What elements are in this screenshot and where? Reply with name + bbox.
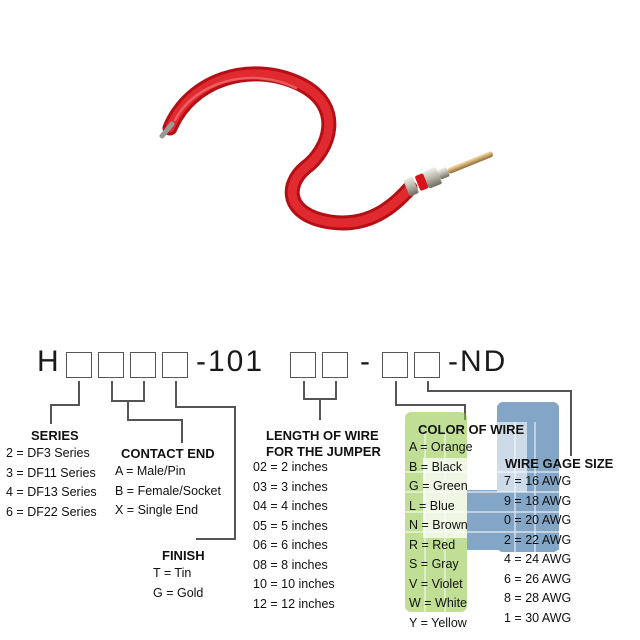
length-option: 10 = 10 inches (253, 577, 335, 591)
finish-option: G = Gold (153, 585, 204, 600)
color-option: A = Orange (409, 440, 473, 454)
wire-gage-option: 0 = 20 AWG (504, 513, 572, 527)
wire-gage-heading: WIRE GAGE SIZE (505, 456, 614, 471)
length-option: 08 = 8 inches (253, 557, 328, 572)
color-connector-h (395, 404, 465, 406)
color-option: Y = Yellow (409, 615, 467, 630)
wire-gage-option: 1 = 30 AWG (504, 610, 572, 625)
part-number-suffix: -ND (448, 345, 508, 378)
series-option: 3 = DF11 Series (6, 465, 96, 480)
length-heading-line1: LENGTH OF WIRE (266, 428, 379, 443)
contact-connector-l (111, 381, 113, 401)
color-option: L = Blue (409, 498, 455, 513)
part-number-middle: -101 (196, 345, 265, 378)
wire-gage-option: 8 = 28 AWG (504, 591, 572, 605)
contact-end-option: A = Male/Pin (115, 464, 186, 478)
color-option: N = Brown (409, 518, 468, 532)
watermark-logo (405, 402, 559, 612)
length-list: 02 = 2 inches 03 = 3 inches 04 = 4 inche… (253, 458, 335, 614)
finish-connector (175, 381, 177, 407)
series-option: 2 = DF3 Series (6, 446, 90, 460)
series-connector-down (50, 404, 52, 424)
contact-end-option: X = Single End (115, 503, 199, 517)
contact-connector-down (181, 419, 183, 443)
series-code-box (66, 352, 92, 378)
series-connector-h (50, 404, 80, 406)
length-option: 06 = 6 inches (253, 538, 328, 552)
color-code-box (382, 352, 408, 378)
gage-connector-h (427, 390, 571, 392)
series-option: 4 = DF13 Series (6, 485, 97, 499)
wire-gage-option: 2 = 22 AWG (504, 532, 572, 547)
part-number-separator: - (360, 345, 372, 378)
series-option: 6 = DF22 Series (6, 504, 97, 519)
gage-connector-down (570, 390, 572, 456)
wire-gage-option: 9 = 18 AWG (504, 493, 572, 508)
finish-code-box (162, 352, 188, 378)
finish-heading: FINISH (162, 548, 205, 563)
series-connector (78, 381, 80, 405)
contact-connector-v (127, 400, 129, 420)
color-option: S = Gray (409, 557, 459, 571)
wire-gage-option: 6 = 26 AWG (504, 571, 572, 586)
wire-gage-option: 7 = 16 AWG (504, 474, 572, 488)
contact-end-heading: CONTACT END (121, 446, 215, 461)
color-connector-down (464, 404, 466, 420)
length-option: 03 = 3 inches (253, 479, 328, 494)
series-list: 2 = DF3 Series 3 = DF11 Series 4 = DF13 … (6, 444, 97, 522)
length-option: 04 = 4 inches (253, 499, 328, 513)
jumper-wire-image (159, 66, 494, 231)
length-connector-down (319, 398, 321, 420)
color-option: B = Black (409, 459, 463, 474)
series-heading: SERIES (31, 428, 79, 443)
contact-end-option: B = Female/Socket (115, 483, 221, 498)
color-option: R = Red (409, 537, 456, 552)
finish-connector-h2 (196, 538, 236, 540)
length-code-box-2 (322, 352, 348, 378)
length-connector-l (303, 381, 305, 399)
finish-option: T = Tin (153, 566, 192, 580)
wire-gage-option: 4 = 24 AWG (504, 552, 572, 566)
length-connector-r (335, 381, 337, 399)
length-heading-line2: FOR THE JUMPER (266, 444, 381, 459)
length-option: 12 = 12 inches (253, 596, 335, 611)
gage-connector (427, 381, 429, 391)
contact-end-code-box (98, 352, 124, 378)
color-option: G = Green (409, 479, 468, 493)
length-option: 02 = 2 inches (253, 460, 328, 474)
contact-connector-r (143, 381, 145, 401)
finish-connector-h (175, 406, 235, 408)
color-option: W = White (409, 596, 467, 610)
color-connector (395, 381, 397, 405)
color-option: V = Violet (409, 576, 463, 591)
color-list: A = Orange B = Black G = Green L = Blue … (409, 438, 473, 633)
contact-connector-h2 (127, 419, 182, 421)
color-heading: COLOR OF WIRE (418, 422, 525, 437)
part-number-prefix: H (37, 345, 61, 378)
length-option: 05 = 5 inches (253, 518, 328, 533)
gage-code-box (414, 352, 440, 378)
contact-end-code-box-2 (130, 352, 156, 378)
finish-connector-down (234, 406, 236, 539)
wire-gage-list: 7 = 16 AWG 9 = 18 AWG 0 = 20 AWG 2 = 22 … (504, 472, 571, 628)
length-code-box-1 (290, 352, 316, 378)
contact-end-list: A = Male/Pin B = Female/Socket X = Singl… (115, 462, 221, 521)
finish-list: T = Tin G = Gold (153, 564, 203, 603)
